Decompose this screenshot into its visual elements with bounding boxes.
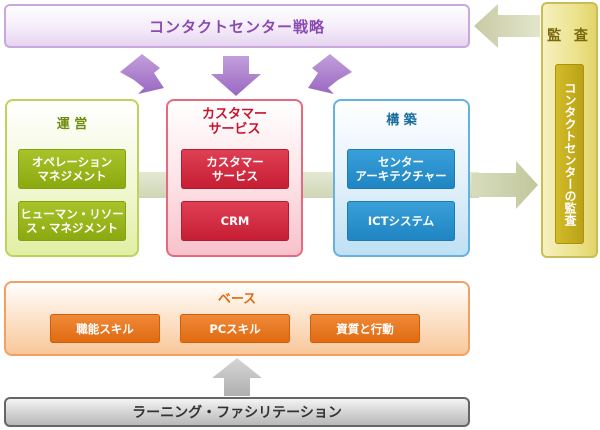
learning-bar: ラーニング・ファシリテーション bbox=[4, 397, 470, 427]
base-title: ベース bbox=[217, 291, 257, 307]
arrow-down-left-icon bbox=[120, 54, 164, 94]
audit-title: 監 査 bbox=[547, 28, 592, 44]
operations-item-2: ヒューマン・リソー ス・マネジメント bbox=[18, 201, 126, 241]
construction-item-2: ICTシステム bbox=[347, 201, 455, 241]
arrow-down-center-icon bbox=[211, 56, 261, 96]
construction-box: 構 築 センター アーキテクチャー ICTシステム bbox=[333, 99, 470, 257]
base-box: ベース 職能スキル PCスキル 資質と行動 bbox=[4, 281, 470, 356]
base-item-1: 職能スキル bbox=[50, 314, 160, 343]
strategy-label: コンタクトセンター戦略 bbox=[148, 17, 325, 36]
audit-box: 監 査 コンタクトセンターの監査 bbox=[541, 2, 598, 258]
customer-service-item-2: CRM bbox=[181, 201, 289, 241]
arrow-audit-to-strategy-icon bbox=[474, 4, 540, 48]
customer-service-box: カスタマー サービス カスタマー サービス CRM bbox=[166, 99, 303, 257]
arrow-up-icon bbox=[212, 358, 262, 396]
construction-item-1: センター アーキテクチャー bbox=[347, 149, 455, 189]
operations-box: 運 営 オペレーション マネジメント ヒューマン・リソー ス・マネジメント bbox=[5, 99, 139, 257]
operations-item-1: オペレーション マネジメント bbox=[18, 149, 126, 189]
customer-service-item-1: カスタマー サービス bbox=[181, 149, 289, 189]
learning-label: ラーニング・ファシリテーション bbox=[132, 405, 342, 421]
base-item-2: PCスキル bbox=[180, 314, 290, 343]
operations-title: 運 営 bbox=[56, 116, 88, 132]
construction-title: 構 築 bbox=[386, 112, 417, 128]
arrow-build-to-audit-icon bbox=[472, 161, 538, 209]
strategy-bar: コンタクトセンター戦略 bbox=[4, 4, 470, 48]
base-item-3: 資質と行動 bbox=[310, 314, 420, 343]
customer-service-title: カスタマー サービス bbox=[201, 107, 267, 137]
arrow-down-right-icon bbox=[308, 54, 352, 94]
audit-inner-label: コンタクトセンターの監査 bbox=[555, 64, 584, 244]
